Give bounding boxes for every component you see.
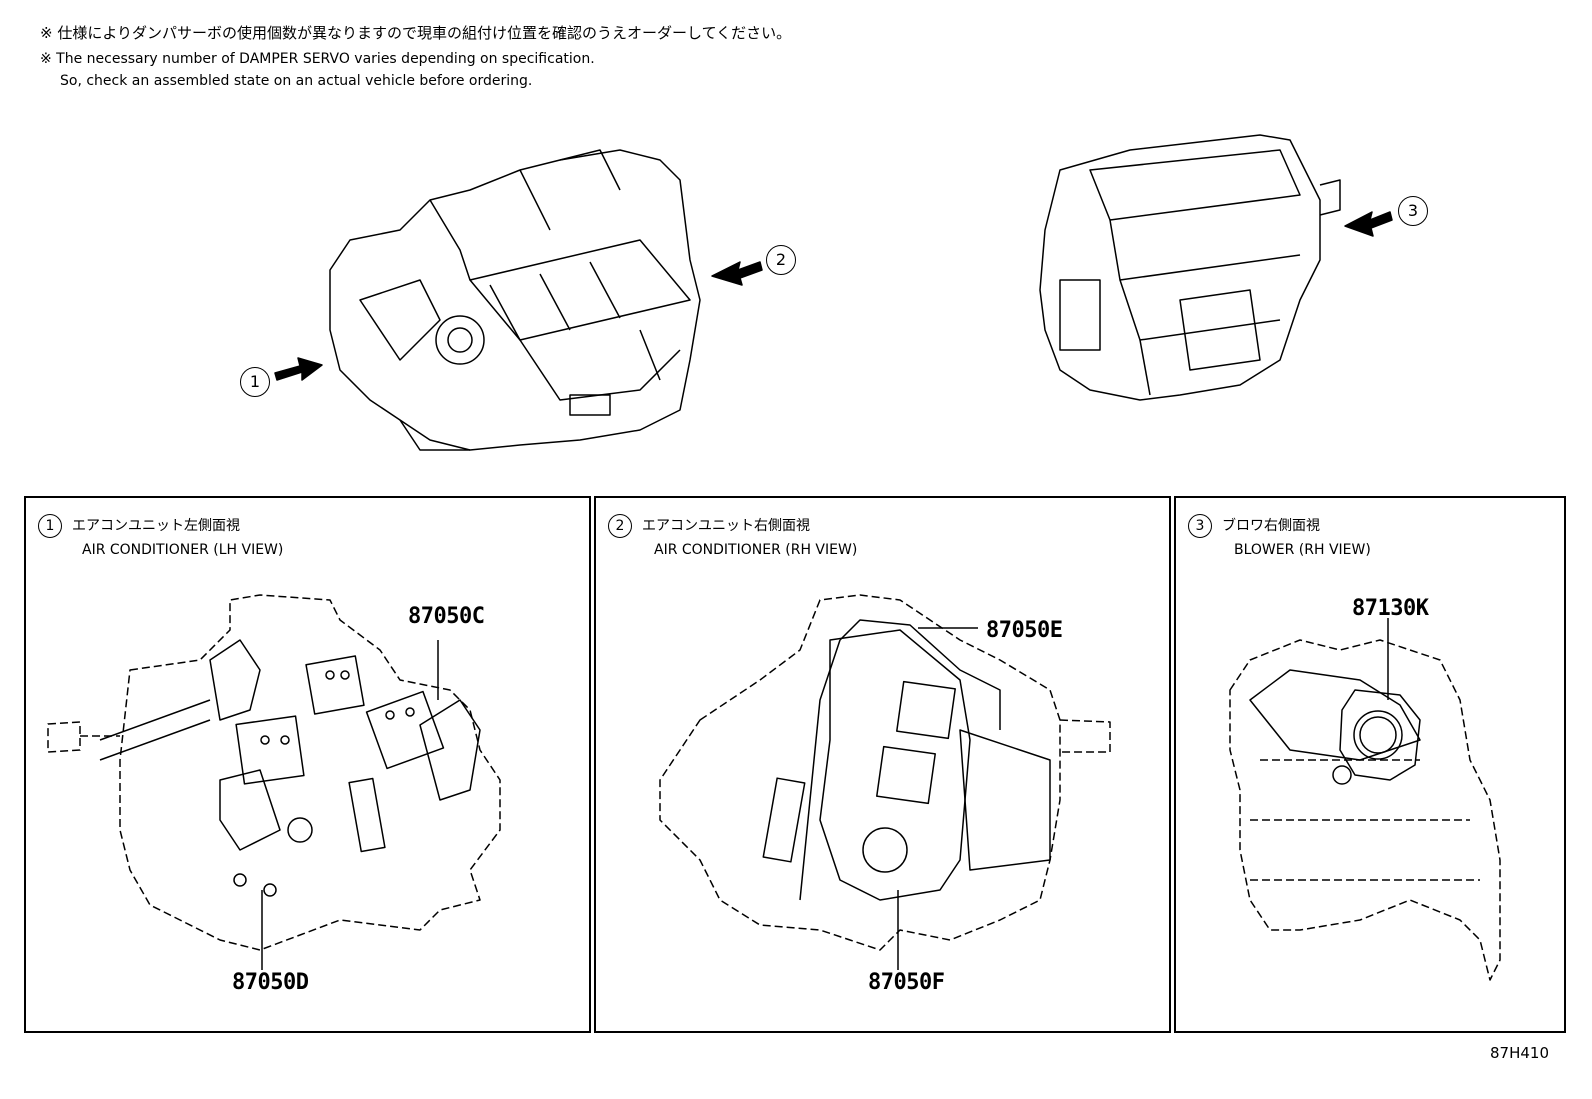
arrow-1	[274, 357, 323, 381]
partno-87050D: 87050D	[232, 970, 309, 995]
panel1-number: 1	[38, 514, 62, 538]
note-jp: ※ 仕様によりダンパサーボの使用個数が異なりますので現車の組付け位置を確認のうえ…	[40, 24, 792, 42]
callout-3: 3	[1398, 196, 1428, 226]
arrow-3	[1344, 211, 1393, 237]
note-en-line2: So, check an assembled state on an actua…	[60, 73, 533, 89]
note-en-line1: ※ The necessary number of DAMPER SERVO v…	[40, 51, 595, 67]
panel3-title-jp: 3 ブロワ右側面視	[1188, 514, 1320, 538]
panel2-title-jp-text: エアコンユニット右側面視	[642, 518, 810, 534]
panel2-servos	[762, 619, 1051, 901]
ac-unit-illustration	[329, 149, 701, 451]
panel1-title-jp-text: エアコンユニット左側面視	[72, 518, 240, 534]
partno-87050C: 87050C	[408, 604, 485, 629]
panel-rh-view	[594, 496, 1171, 1033]
panel3-title-jp-text: ブロワ右側面視	[1222, 518, 1320, 534]
panel1-title-en: AIR CONDITIONER (LH VIEW)	[82, 542, 284, 558]
callout-2: 2	[766, 245, 796, 275]
panel-lh-view	[24, 496, 591, 1033]
panel1-title-jp: 1 エアコンユニット左側面視	[38, 514, 240, 538]
panel1-servos	[99, 639, 481, 897]
panel2-title-jp: 2 エアコンユニット右側面視	[608, 514, 810, 538]
figure-code: 87H410	[1490, 1044, 1549, 1062]
panel1-artwork	[47, 594, 501, 951]
blower-illustration	[1039, 134, 1341, 401]
callout-1: 1	[240, 367, 270, 397]
partno-87050F: 87050F	[868, 970, 945, 995]
panel2-number: 2	[608, 514, 632, 538]
partno-87050E: 87050E	[986, 618, 1063, 643]
panel3-artwork	[1229, 639, 1501, 981]
panel3-number: 3	[1188, 514, 1212, 538]
panel2-artwork	[659, 594, 1111, 951]
panel-blower-view	[1174, 496, 1566, 1033]
panel2-title-en: AIR CONDITIONER (RH VIEW)	[654, 542, 858, 558]
panel3-blower	[1249, 669, 1421, 785]
arrow-2	[711, 261, 763, 286]
panel3-title-en: BLOWER (RH VIEW)	[1234, 542, 1371, 558]
partno-87130K: 87130K	[1352, 596, 1429, 621]
